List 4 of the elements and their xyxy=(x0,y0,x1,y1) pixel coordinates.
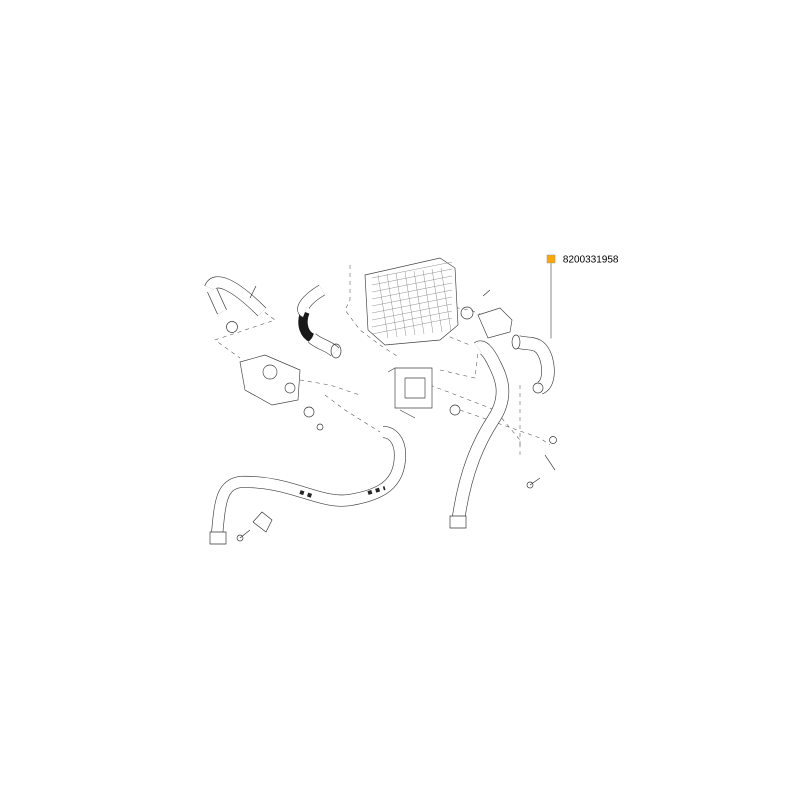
callout-marker xyxy=(546,254,556,264)
hose-drawing xyxy=(512,334,555,394)
leader-line xyxy=(550,263,552,338)
part-number: 8200331958 xyxy=(563,255,618,263)
